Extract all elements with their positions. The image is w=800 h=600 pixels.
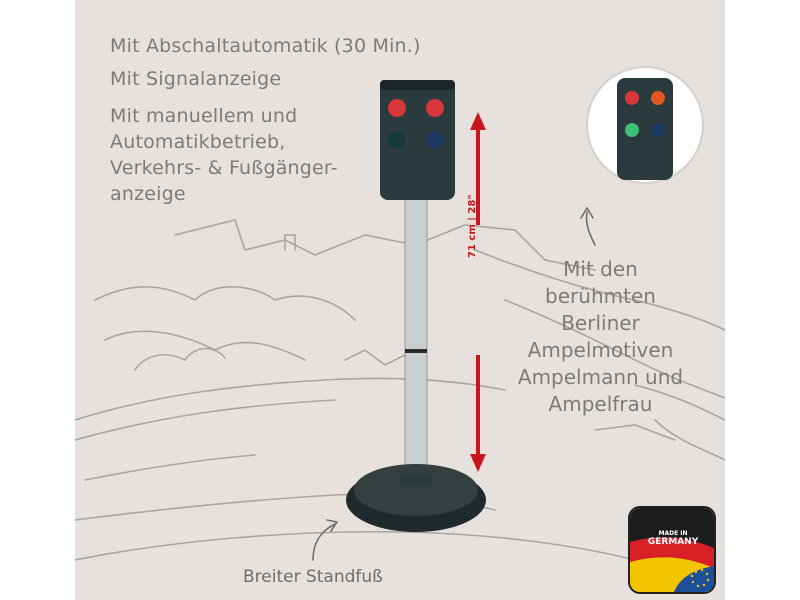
blue-lamp-right	[426, 131, 444, 149]
badge-line2: GERMANY	[647, 537, 699, 547]
made-in-germany-badge: MADE IN GERMANY	[628, 506, 716, 594]
badge-line1: MADE IN	[658, 530, 688, 537]
callout-line: Mit den	[563, 257, 638, 281]
base-label: Breiter Standfuß	[243, 567, 383, 587]
pole	[404, 194, 428, 471]
badge-flag-icon	[630, 508, 714, 592]
feature-manual-auto-line2: Automatikbetrieb,	[110, 131, 286, 153]
feature-manual-auto-line1: Mit manuellem und	[110, 105, 298, 127]
pointer-arrows	[312, 206, 596, 561]
height-label: 71 cm | 28"	[467, 194, 478, 259]
base-top	[354, 464, 478, 516]
pole-joint	[405, 349, 427, 353]
feature-manual-auto-line4: anzeige	[110, 183, 186, 205]
feature-auto-off: Mit Abschaltautomatik (30 Min.)	[110, 35, 421, 57]
green-lamp-left	[388, 131, 406, 149]
height-arrow	[470, 112, 486, 472]
detail-circle	[586, 66, 704, 184]
feature-manual-auto-line3: Verkehrs- & Fußgänger-	[110, 157, 338, 179]
base-hub	[398, 473, 434, 487]
traffic-light-illustration	[75, 66, 725, 561]
callout-line: berühmten	[545, 284, 656, 308]
feature-signal-display: Mit Signalanzeige	[110, 68, 282, 90]
callout-line: Ampelfrau	[548, 392, 653, 416]
badge-text: MADE IN GERMANY	[638, 530, 708, 547]
red-lamp-right	[426, 99, 444, 117]
housing-cap	[380, 80, 455, 90]
red-lamp-left	[388, 99, 406, 117]
street-sketch	[75, 219, 725, 561]
callout-line: Ampelmann und	[517, 365, 684, 389]
callout-line: Berliner	[561, 311, 640, 335]
ampelmann-callout: Mit den berühmten Berliner Ampelmotiven …	[493, 256, 708, 418]
callout-line: Ampelmotiven	[527, 338, 674, 362]
product-panel: Mit Abschaltautomatik (30 Min.) Mit Sign…	[75, 0, 725, 600]
